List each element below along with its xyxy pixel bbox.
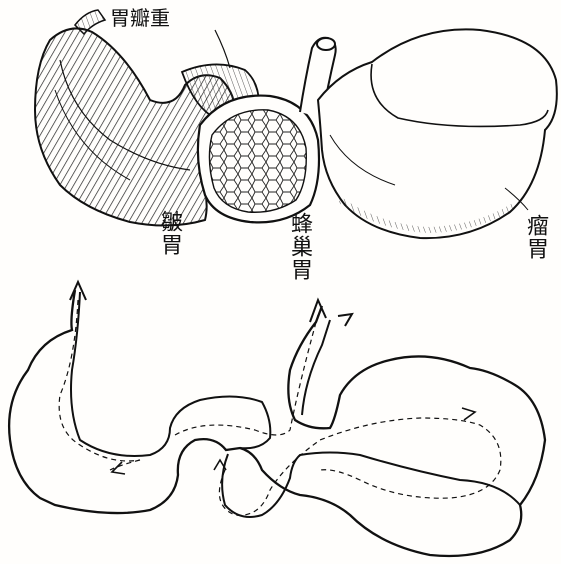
label-rumen: 瘤胃 <box>524 214 546 260</box>
fold-leader <box>215 30 230 68</box>
flow-diagram <box>9 282 545 556</box>
label-reticulum: 蜂巢胃 <box>288 212 310 281</box>
rumen-illustration <box>318 29 557 238</box>
label-omasum-fold: 胃瓣重 <box>110 8 170 28</box>
label-abomasum: 皺胃 <box>158 210 180 256</box>
reticulum-illustration <box>198 96 319 223</box>
